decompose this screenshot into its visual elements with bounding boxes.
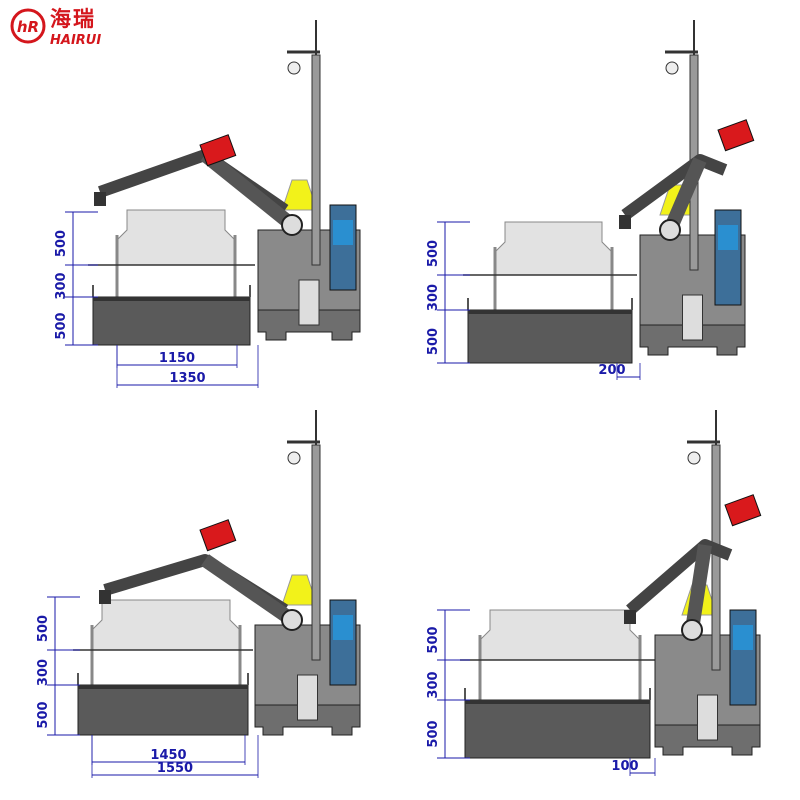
horizontal-dimensions: 100 (611, 758, 656, 776)
material-bin (467, 309, 633, 364)
vertical-dimension-label: 500 (36, 615, 51, 642)
robot-gripper (94, 192, 106, 206)
logo-chinese-text: 海瑞 (50, 7, 96, 31)
hoist-pole (711, 444, 721, 671)
vertical-dimensions: 500 300 500 (54, 211, 98, 346)
robot-motor-head (199, 519, 237, 552)
control-screen (333, 220, 353, 245)
robot-lower-arm (685, 543, 712, 632)
guide-plate (479, 609, 641, 661)
material-bin (77, 684, 249, 736)
vertical-dimensions: 500 300 500 (36, 596, 80, 736)
control-cabinet (729, 609, 757, 706)
spindle (298, 279, 320, 326)
robot-joint (659, 219, 681, 241)
robot-motor-head (724, 494, 762, 527)
control-screen (333, 615, 353, 640)
hoist-pulley (287, 451, 301, 465)
yellow-tank (281, 179, 318, 211)
yellow-tank (281, 574, 318, 606)
spindle (697, 694, 718, 741)
robot-lower-arm (200, 149, 297, 231)
robot-motor-head (199, 134, 237, 167)
hoist-pole (311, 54, 321, 266)
vertical-dimension-label: 500 (426, 626, 441, 653)
horizontal-dimension-label: 1450 (150, 748, 186, 763)
horizontal-dimensions: 1150 1350 (116, 345, 259, 388)
robot-joint (281, 214, 303, 236)
horizontal-dimension-label: 100 (611, 759, 638, 774)
bin-rim (468, 310, 632, 314)
guide-plate (116, 209, 236, 266)
horizontal-dimension-label: 1550 (157, 761, 193, 776)
vertical-dimension-label: 500 (426, 240, 441, 267)
control-screen (718, 225, 738, 250)
vertical-dimension-label: 500 (426, 720, 441, 747)
vertical-dimension-label: 300 (36, 659, 51, 686)
robot-joint (681, 619, 703, 641)
vertical-dimension-label: 300 (426, 671, 441, 698)
spindle (682, 294, 703, 341)
logo-mark-icon: hR (10, 8, 46, 44)
robot-motor-head (717, 119, 755, 152)
material-bin (464, 699, 651, 759)
vertical-dimension-label: 500 (54, 230, 69, 257)
robot-gripper (624, 610, 636, 624)
control-cabinet (329, 204, 357, 291)
robot-gripper (99, 590, 111, 604)
guide-plate (91, 599, 241, 651)
control-screen (733, 625, 753, 650)
robot-joint (281, 609, 303, 631)
hoist-pulley (287, 61, 301, 75)
panel-top-left: 500 300 500 1150 1350 (54, 20, 361, 388)
robot-lower-arm (201, 554, 296, 626)
vertical-dimension-label: 300 (54, 272, 69, 299)
svg-text:hR: hR (17, 18, 39, 36)
logo-english-text: HAIRUI (50, 33, 102, 48)
material-bin (92, 296, 251, 346)
hoist-pulley (687, 451, 701, 465)
control-cabinet (714, 209, 742, 306)
horizontal-dimension-label: 1150 (159, 351, 195, 366)
bin-rim (93, 297, 250, 301)
vertical-dimension-label: 500 (36, 701, 51, 728)
hoist-pulley (665, 61, 679, 75)
hoist-pole (311, 444, 321, 661)
robot-gripper (619, 215, 631, 229)
vertical-dimension-label: 500 (54, 312, 69, 339)
panel-top-right: 500 300 500 200 (426, 20, 755, 380)
robot-lower-arm (663, 157, 707, 233)
horizontal-dimension-label: 200 (598, 363, 625, 378)
bin-rim (465, 700, 650, 704)
horizontal-dimension-label: 1350 (169, 371, 205, 386)
panel-bottom-right: 500 300 500 100 (426, 410, 762, 776)
guide-plate (494, 221, 613, 276)
vertical-dimensions: 500 300 500 (426, 221, 470, 364)
vertical-dimension-label: 300 (426, 284, 441, 311)
vertical-dimension-label: 500 (426, 328, 441, 355)
horizontal-dimensions: 200 (598, 363, 641, 380)
spindle (297, 674, 318, 721)
control-cabinet (329, 599, 357, 686)
bin-rim (78, 685, 248, 689)
vertical-dimensions: 500 300 500 (426, 609, 470, 759)
